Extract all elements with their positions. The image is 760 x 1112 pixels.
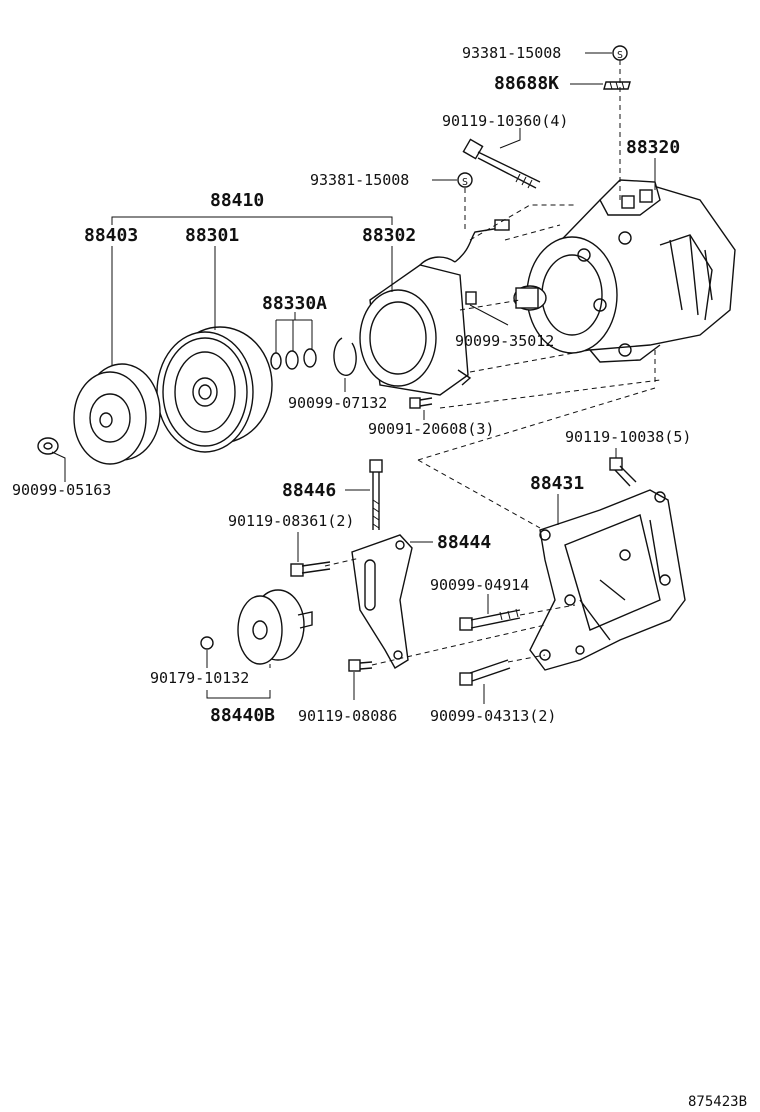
bolt-90119-10038 <box>609 457 637 487</box>
bolt-90119-08086 <box>348 659 373 672</box>
s-symbol-mid: S <box>457 172 473 188</box>
s-symbol-top: S <box>612 45 628 61</box>
label-88431: 88431 <box>530 473 584 494</box>
label-90179-10132: 90179-10132 <box>150 669 249 687</box>
compressor-88320 <box>513 179 736 363</box>
label-90099-04313: 90099-04313(2) <box>430 707 556 725</box>
bolt-90099-04914 <box>459 608 521 631</box>
label-88302: 88302 <box>362 225 416 246</box>
seal-88688k <box>603 81 631 90</box>
clutch-coil-88302 <box>359 219 510 396</box>
label-90119-08086: 90119-08086 <box>298 707 397 725</box>
label-88330a: 88330A <box>262 293 327 314</box>
label-88444: 88444 <box>437 532 491 553</box>
bolt-90099-04313 <box>459 659 511 686</box>
bolt-90091-20608 <box>409 397 433 409</box>
label-88446: 88446 <box>282 480 336 501</box>
assembly-dashed-lines <box>324 204 661 666</box>
label-88301: 88301 <box>185 225 239 246</box>
part-labels: 93381-15008 88688K 90119-10360(4) 88320 … <box>12 44 747 1110</box>
label-88410: 88410 <box>210 190 264 211</box>
bracket-88444 <box>351 534 413 669</box>
label-93381-15008-top: 93381-15008 <box>462 44 561 62</box>
label-90119-10038: 90119-10038(5) <box>565 428 691 446</box>
s-symbol-text: S <box>617 50 623 61</box>
label-93381-15008-mid: 93381-15008 <box>310 171 409 189</box>
bracket-88431 <box>529 489 686 671</box>
bolt-90119-08361 <box>290 561 331 577</box>
snap-ring <box>333 337 357 376</box>
label-90099-04914: 90099-04914 <box>430 576 529 594</box>
label-88688k: 88688K <box>494 73 559 94</box>
diagram-id: 875423B <box>688 1094 747 1110</box>
pressure-plate-88403 <box>73 363 161 465</box>
shims-88330a <box>270 348 317 370</box>
label-90091-20608: 90091-20608(3) <box>368 420 494 438</box>
s-symbol-text: S <box>462 177 468 188</box>
leader-lines <box>51 52 656 704</box>
label-90099-05163: 90099-05163 <box>12 481 111 499</box>
label-90099-35012: 90099-35012 <box>455 332 554 350</box>
label-88440b: 88440B <box>210 705 275 726</box>
label-90119-10360: 90119-10360(4) <box>442 112 568 130</box>
bolt-88446 <box>369 459 383 530</box>
label-88403: 88403 <box>84 225 138 246</box>
nut-90099-05163 <box>37 437 59 455</box>
label-88320: 88320 <box>626 137 680 158</box>
pulley-88301 <box>156 326 273 453</box>
bolt-90119-10360 <box>462 138 541 189</box>
label-90119-08361: 90119-08361(2) <box>228 512 354 530</box>
label-90099-07132: 90099-07132 <box>288 394 387 412</box>
idler-pulley-88440b <box>200 589 313 665</box>
